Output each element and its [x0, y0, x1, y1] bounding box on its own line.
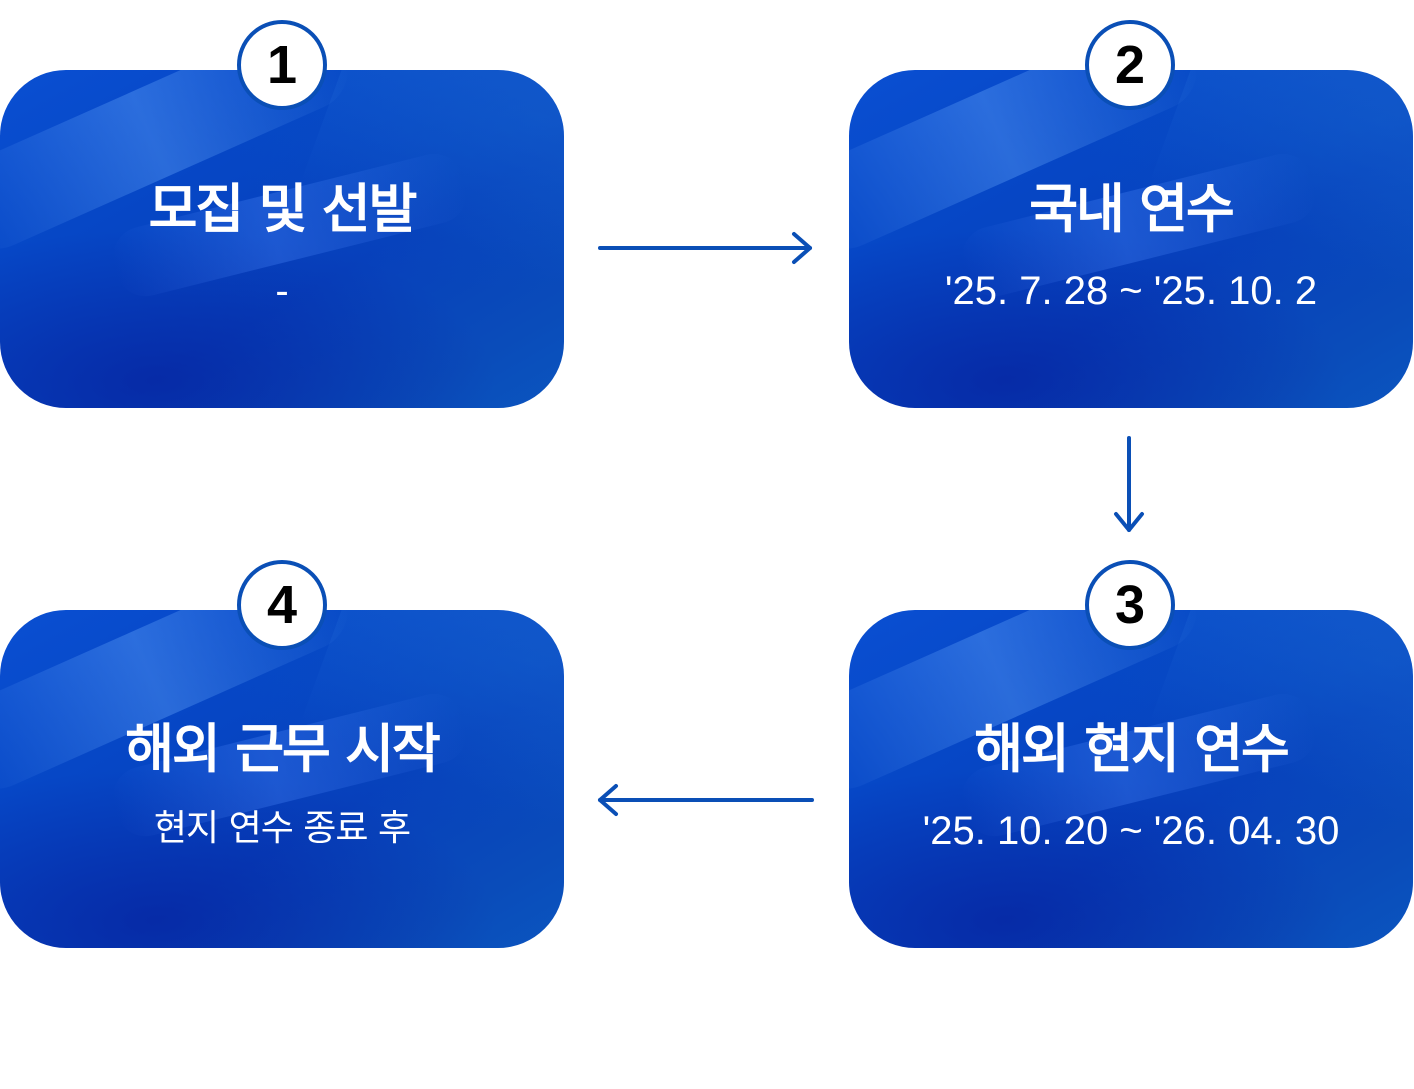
step-2-number: 2: [1114, 35, 1146, 95]
step-4: 4 해외 근무 시작 현지 연수 종료 후: [0, 560, 564, 948]
step-3-number-badge: 3: [1085, 560, 1175, 650]
step-3-period: '25. 10. 20 ~ '26. 04. 30: [922, 809, 1340, 853]
step-3-title: 해외 현지 연수: [974, 719, 1289, 780]
step-1: 1 모집 및 선발 -: [0, 20, 564, 408]
step-1-title: 모집 및 선발: [148, 179, 418, 240]
step-3-card: [849, 610, 1413, 948]
step-1-period: -: [275, 269, 289, 313]
step-3: 3 해외 현지 연수 '25. 10. 20 ~ '26. 04. 30: [849, 560, 1413, 948]
arrow-down-icon: [1114, 436, 1144, 532]
step-1-number: 1: [266, 35, 298, 95]
step-4-card: [0, 610, 564, 948]
step-2-period: '25. 7. 28 ~ '25. 10. 2: [944, 269, 1318, 313]
step-1-number-badge: 1: [237, 20, 327, 110]
step-2-card: [849, 70, 1413, 408]
step-2: 2 국내 연수 '25. 7. 28 ~ '25. 10. 2: [849, 20, 1413, 408]
step-2-number-badge: 2: [1085, 20, 1175, 110]
step-3-number: 3: [1114, 575, 1146, 635]
arrow-left-icon: [598, 784, 814, 816]
step-4-period: 현지 연수 종료 후: [153, 808, 411, 849]
step-4-number-badge: 4: [237, 560, 327, 650]
step-1-card: [0, 70, 564, 408]
step-2-title: 국내 연수: [1029, 179, 1235, 240]
step-4-title: 해외 근무 시작: [125, 719, 440, 780]
step-4-number: 4: [266, 575, 298, 635]
arrow-right-icon: [598, 232, 812, 264]
